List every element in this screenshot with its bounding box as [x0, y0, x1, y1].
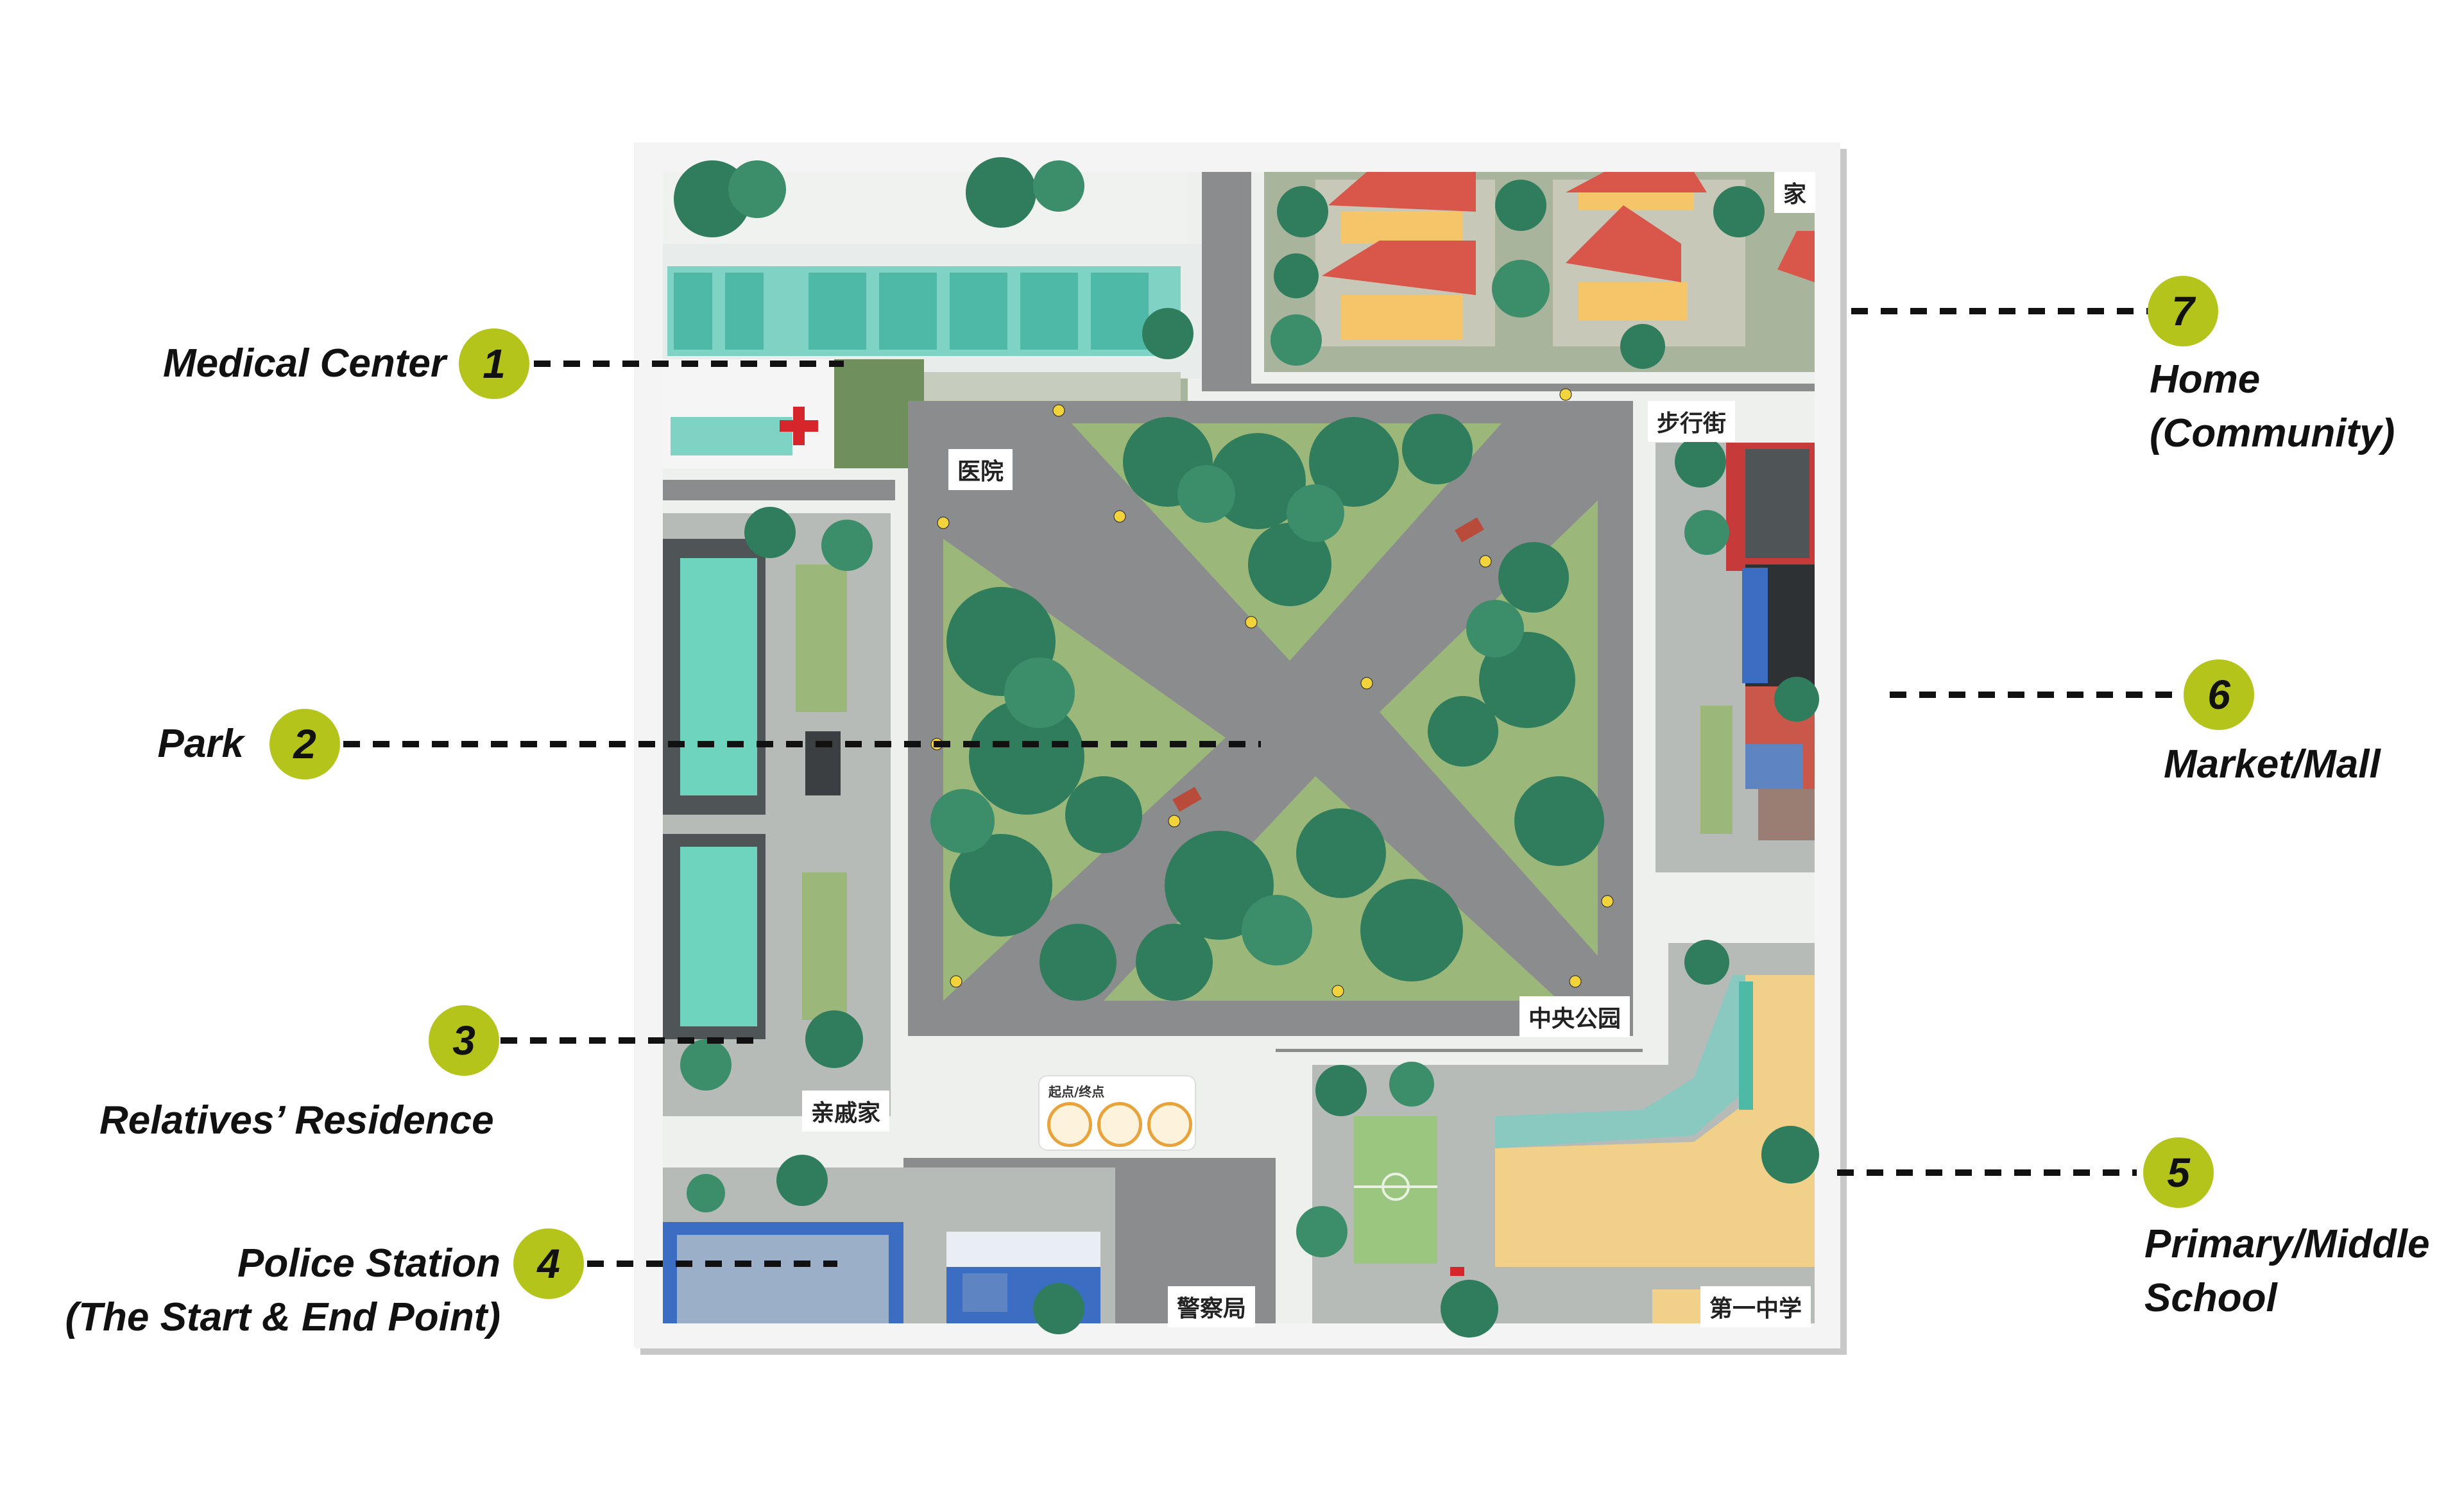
callout-label-police-station: Police Station: [237, 1241, 501, 1286]
callout-badge-6: 6: [2184, 659, 2254, 730]
map-label-pedestrian-street: 步行街: [1648, 401, 1736, 442]
map-label-central-park: 中央公园: [1519, 996, 1630, 1037]
character-avatar-icon: [1097, 1102, 1142, 1147]
callout-badge-2: 2: [270, 709, 340, 779]
leader-lines: [343, 308, 2193, 1267]
map-label-home: 家: [1774, 172, 1816, 213]
start-end-legend: 起点/终点: [1040, 1076, 1195, 1150]
callout-badge-3: 3: [429, 1005, 499, 1076]
callout-label-police-station-note: (The Start & End Point): [65, 1295, 501, 1339]
callout-badge-5: 5: [2143, 1137, 2214, 1208]
map-label-school: 第一中学: [1700, 1286, 1811, 1327]
callout-label-school: Primary/Middle: [2144, 1222, 2430, 1266]
callout-badge-4: 4: [513, 1228, 584, 1299]
map-label-hospital: 医院: [948, 449, 1013, 490]
market-block: [1656, 436, 1819, 872]
callout-label-relatives-residence: Relatives’ Residence: [99, 1098, 494, 1142]
central-park: [908, 388, 1633, 1036]
home-block: [1264, 172, 1815, 372]
police-block: [663, 1155, 1115, 1334]
map-label-relatives-home: 亲戚家: [802, 1091, 890, 1132]
callout-label-home-community: (Community): [2150, 411, 2395, 455]
callout-label-home: Home: [2150, 357, 2261, 402]
character-avatar-icon: [1147, 1102, 1192, 1147]
callout-label-market-mall: Market/Mall: [2164, 742, 2381, 786]
character-avatar-icon: [1047, 1102, 1092, 1147]
callout-label-park: Park: [157, 722, 244, 766]
callout-label-school-line2: School: [2144, 1276, 2277, 1320]
callout-badge-7: 7: [2148, 276, 2218, 346]
school-block: [1296, 940, 1819, 1337]
relatives-block: [663, 507, 891, 1116]
map-label-police: 警察局: [1168, 1286, 1256, 1327]
legend-title: 起点/终点: [1048, 1084, 1105, 1100]
callout-label-medical-center: Medical Center: [162, 341, 446, 386]
callout-badge-1: 1: [459, 328, 529, 399]
